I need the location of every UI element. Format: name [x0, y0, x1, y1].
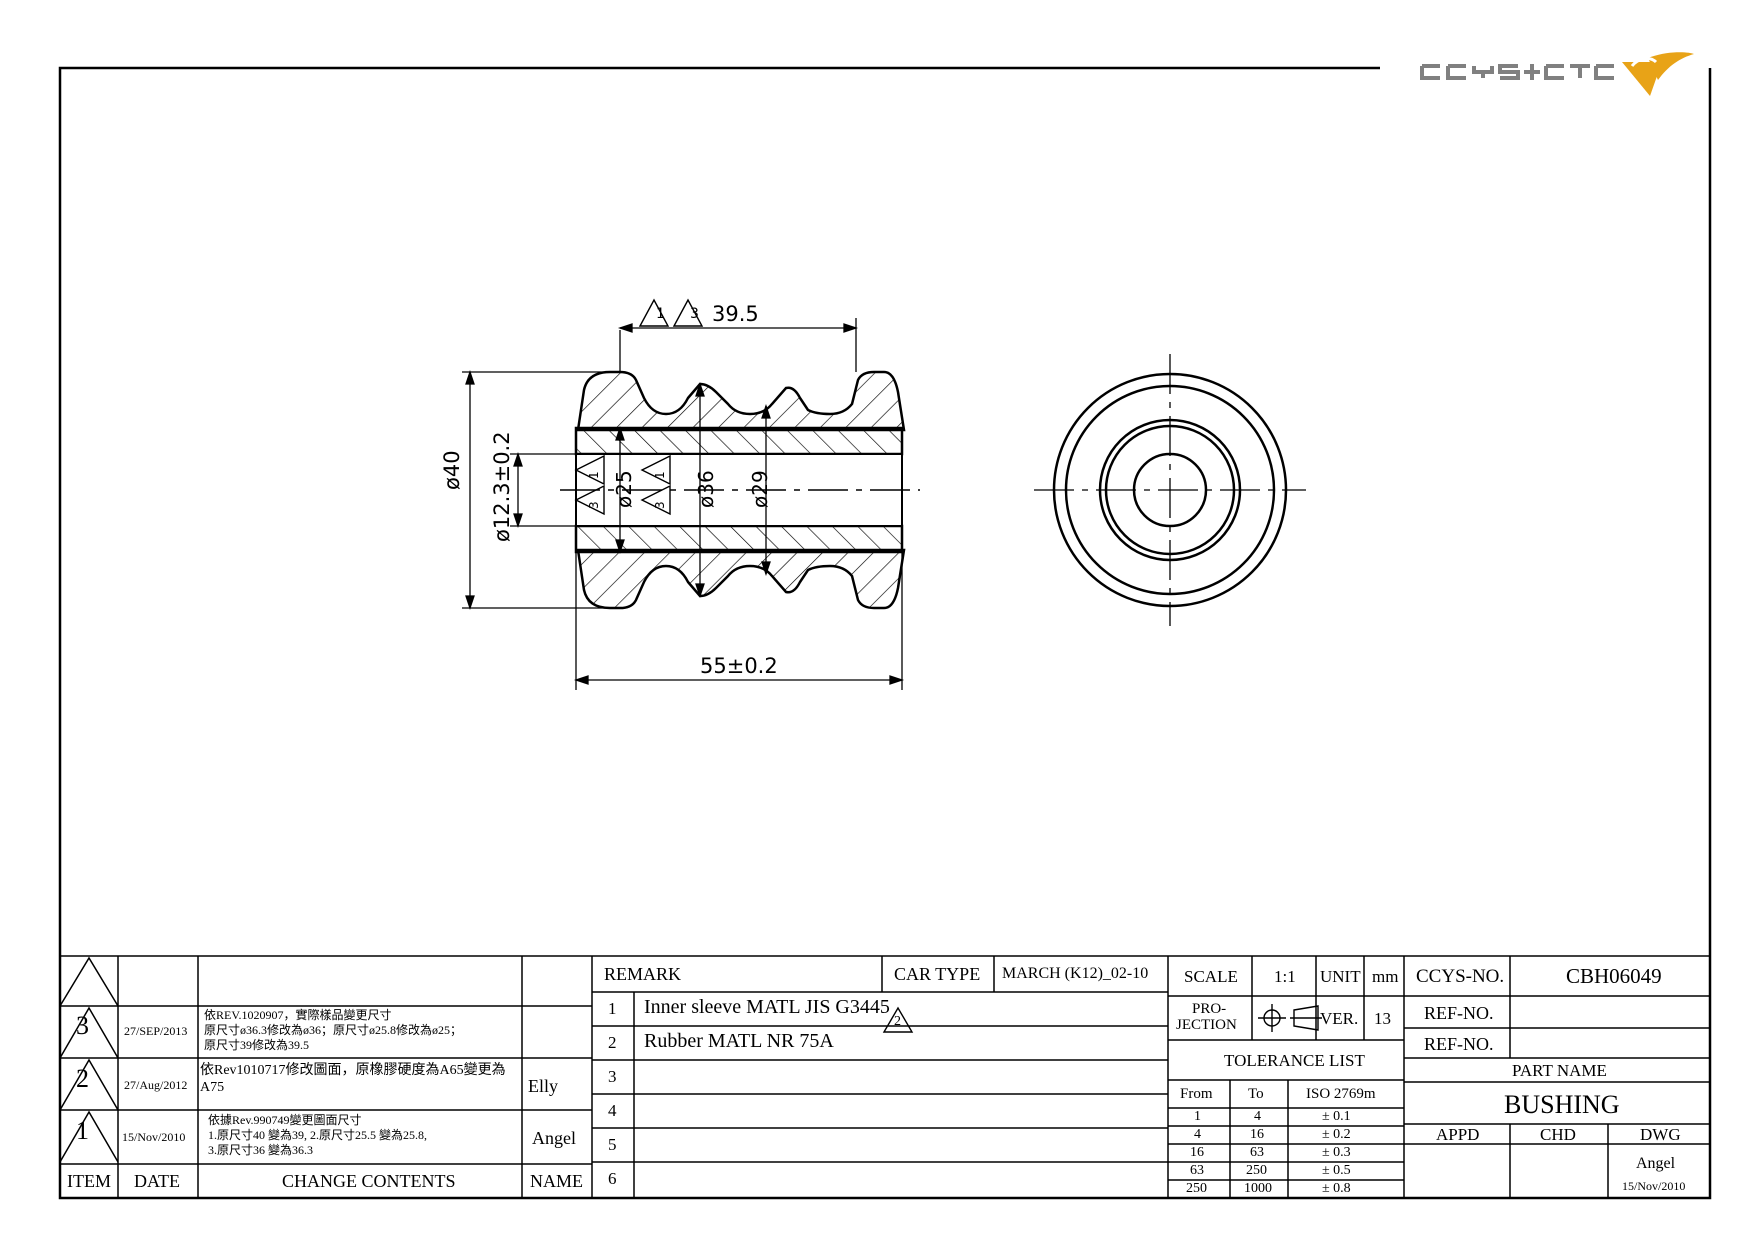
dwg-date: 15/Nov/2010 [1622, 1179, 1686, 1193]
remark-text-2: Rubber MATL NR 75A [644, 1030, 834, 1052]
sleeve-rev-3: 3 [587, 501, 601, 509]
tolerance-title: TOLERANCE LIST [1224, 1051, 1365, 1070]
tol-to-5: 1000 [1244, 1181, 1272, 1196]
rev-change-1-line1: 依據Rev.990749變更圖面尺寸 [208, 1113, 362, 1127]
sheet-border [58, 66, 1712, 1200]
remark-text-1: Inner sleeve MATL JIS G3445 [644, 996, 890, 1018]
revision-markers [574, 298, 914, 1033]
ref-no-label-1: REF-NO. [1424, 1003, 1494, 1023]
car-type-value: MARCH (K12)_02-10 [1002, 965, 1149, 982]
rev-3-label: 3 [690, 306, 699, 322]
remark-rev-2: 2 [894, 1014, 901, 1029]
dim-outer-diameter: ø40 [440, 450, 464, 490]
header-name: NAME [530, 1171, 583, 1191]
rev-name-2: Elly [528, 1076, 558, 1096]
tol-to-1: 4 [1254, 1109, 1261, 1124]
remark-no-1: 1 [608, 999, 617, 1018]
tol-from-2: 4 [1194, 1127, 1201, 1142]
section-view [560, 370, 920, 610]
rev-date-2: 27/Aug/2012 [124, 1078, 188, 1092]
part-name-label: PART NAME [1512, 1061, 1607, 1080]
remark-no-5: 5 [608, 1135, 617, 1154]
rubber-rev-1: 1 [653, 471, 667, 479]
title-block-grid [59, 955, 1710, 1198]
tol-val-5: ± 0.8 [1322, 1181, 1351, 1196]
rev-item-1: 1 [76, 1116, 89, 1145]
ref-no-label-2: REF-NO. [1424, 1034, 1494, 1054]
tol-val-3: ± 0.3 [1322, 1145, 1351, 1160]
ccys-no-label: CCYS-NO. [1416, 966, 1505, 987]
end-view [1034, 354, 1306, 626]
unit-label: UNIT [1320, 967, 1361, 986]
tolerance-header-iso: ISO 2769m [1306, 1086, 1376, 1102]
tol-from-4: 63 [1190, 1163, 1204, 1178]
dimension-lines [462, 318, 905, 690]
projection-symbol-icon [1258, 1004, 1322, 1032]
header-date: DATE [134, 1171, 180, 1191]
company-logo [1418, 48, 1694, 102]
dim-groove-diameter: ø29 [748, 470, 772, 508]
scale-label: SCALE [1184, 967, 1238, 986]
inner-sleeve-top [574, 426, 904, 456]
rev-change-1-line2: 1.原尺寸40 變為39, 2.原尺寸25.5 變為25.8, [208, 1128, 428, 1142]
rev-date-3: 27/SEP/2013 [124, 1024, 188, 1038]
remark-no-3: 3 [608, 1067, 617, 1086]
tol-from-5: 250 [1186, 1181, 1207, 1196]
dim-sleeve-diameter: ø25 [612, 470, 636, 508]
rubber-section-bottom [576, 548, 906, 610]
remark-no-2: 2 [608, 1033, 617, 1052]
tol-from-1: 1 [1194, 1109, 1201, 1124]
tolerance-header-from: From [1180, 1086, 1213, 1102]
rev-change-3-line3: 原尺寸39修改為39.5 [204, 1038, 310, 1052]
tol-val-4: ± 0.5 [1322, 1163, 1351, 1178]
tol-to-4: 250 [1246, 1163, 1267, 1178]
part-name-value: BUSHING [1504, 1090, 1620, 1119]
header-item: ITEM [67, 1171, 111, 1191]
dim-bore-diameter: ø12.3±0.2 [490, 431, 514, 542]
rev-change-1-line3: 3.原尺寸36 變為36.3 [208, 1143, 314, 1157]
sleeve-rev-1: 1 [587, 471, 601, 479]
dwg-drawer-name: Angel [1636, 1155, 1676, 1172]
version-value: 13 [1374, 1009, 1391, 1028]
tol-val-2: ± 0.2 [1322, 1127, 1351, 1142]
rev-item-2: 2 [76, 1064, 89, 1093]
tol-to-2: 16 [1250, 1127, 1264, 1142]
rev-item-3: 3 [76, 1011, 89, 1040]
ccys-no-value: CBH06049 [1566, 964, 1662, 988]
inner-sleeve-bottom [574, 524, 904, 554]
tol-val-1: ± 0.1 [1322, 1109, 1351, 1124]
dim-groove-width: 39.5 [712, 302, 759, 326]
dim-rubber-diameter: ø36 [694, 470, 718, 508]
rev-change-2-line2: A75 [200, 1080, 225, 1095]
header-change-contents: CHANGE CONTENTS [282, 1171, 456, 1191]
rev-1-label: 1 [656, 306, 665, 322]
rev-date-1: 15/Nov/2010 [122, 1130, 186, 1144]
rubber-rev-3: 3 [653, 501, 667, 509]
dwg-label: DWG [1640, 1125, 1681, 1144]
rev-change-3-line2: 原尺寸ø36.3修改為ø36；原尺寸ø25.8修改為ø25； [204, 1023, 463, 1037]
chd-label: CHD [1540, 1125, 1576, 1144]
remark-no-6: 6 [608, 1169, 617, 1188]
unit-value: mm [1372, 967, 1399, 986]
rev-change-2-line1: 依Rev1010717修改圖面，原橡膠硬度為A65變更為 [200, 1063, 506, 1078]
projection-label-2: JECTION [1176, 1017, 1237, 1033]
projection-label-1: PRO- [1192, 1001, 1227, 1017]
remark-no-4: 4 [608, 1101, 617, 1120]
car-type-label: CAR TYPE [894, 964, 981, 984]
scale-value: 1:1 [1274, 967, 1296, 986]
remark-header: REMARK [604, 964, 682, 984]
rubber-section-top [576, 370, 906, 432]
rev-name-1: Angel [532, 1128, 576, 1148]
dim-overall-length: 55±0.2 [700, 654, 778, 678]
tol-to-3: 63 [1250, 1145, 1264, 1160]
rev-change-3-line1: 依REV.1020907，實際樣品變更尺寸 [204, 1008, 392, 1022]
tolerance-header-to: To [1248, 1086, 1264, 1102]
version-label: VER. [1320, 1009, 1359, 1028]
appd-label: APPD [1436, 1125, 1480, 1144]
tol-from-3: 16 [1190, 1145, 1204, 1160]
